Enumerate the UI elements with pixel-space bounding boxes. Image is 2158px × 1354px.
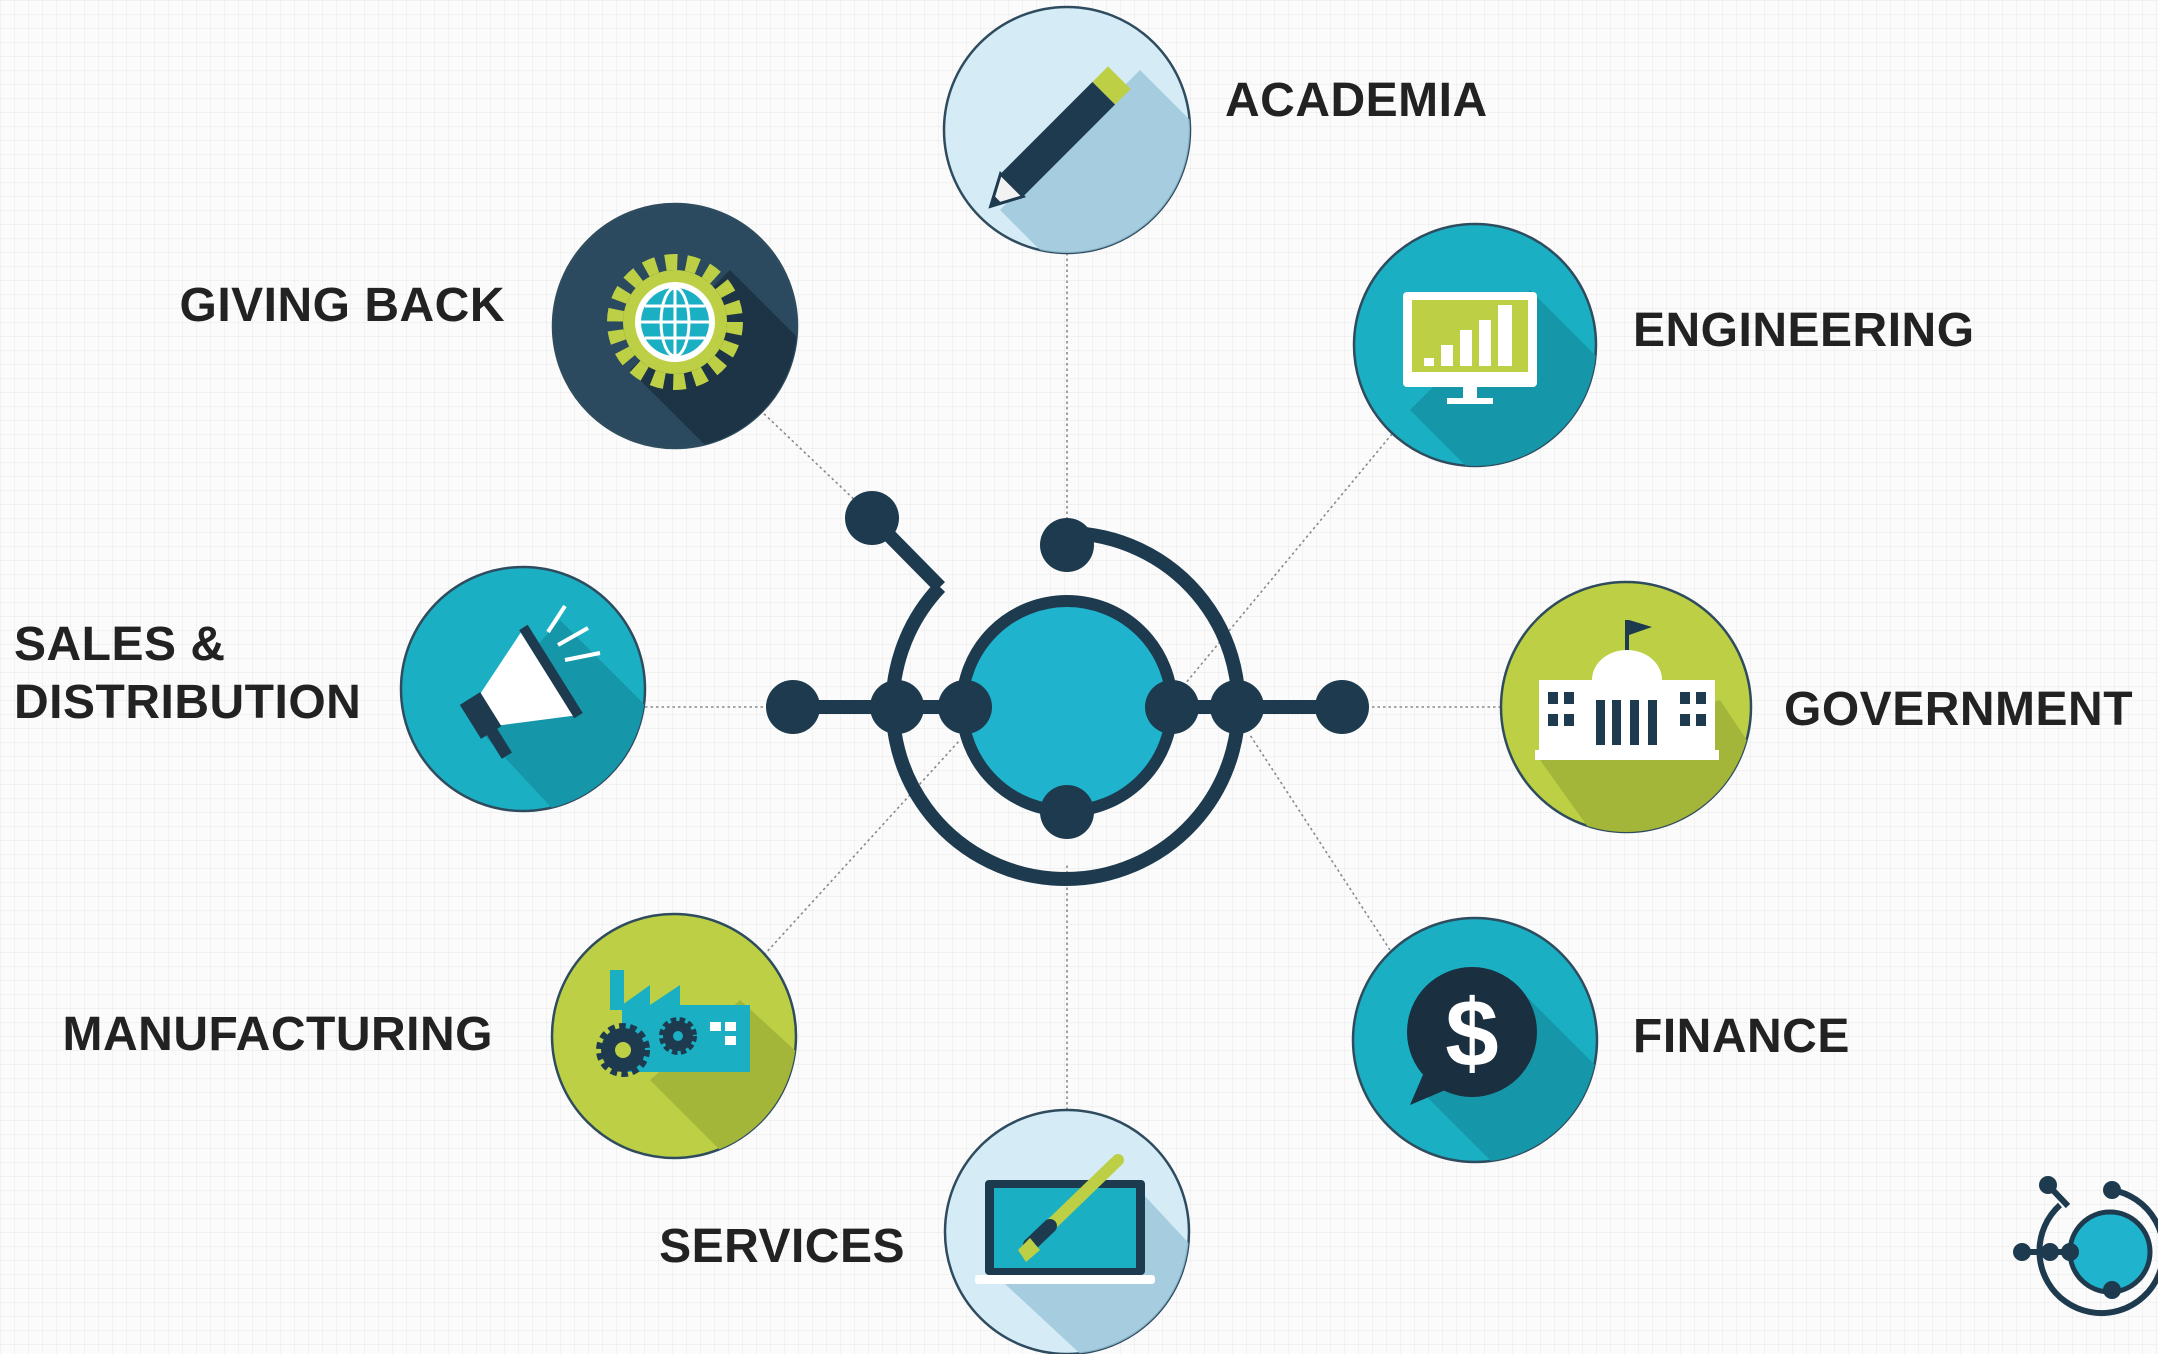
hub-node	[870, 680, 924, 734]
hub-core	[956, 595, 1178, 817]
globe-gear-icon	[607, 254, 743, 390]
sector-label-engineering: ENGINEERING	[1633, 304, 1975, 357]
factory-gears-icon	[596, 970, 750, 1077]
sound-waves-icon	[546, 604, 601, 662]
hub-node	[1040, 785, 1094, 839]
sector-label-sales-line-2: DISTRIBUTION	[14, 676, 361, 729]
hub-node	[766, 680, 820, 734]
sector-government: GOVERNMENT	[1499, 580, 2133, 834]
sector-sales-distribution: SALES & DISTRIBUTION	[14, 565, 647, 813]
connector-lines	[645, 253, 1501, 1110]
sector-label-services: SERVICES	[659, 1220, 905, 1273]
connector-manufacturing	[763, 739, 961, 956]
hub-node	[1210, 680, 1264, 734]
hub-node	[1040, 518, 1094, 572]
dollar-speech-bubble-icon: $	[1407, 967, 1537, 1105]
sector-label-finance: FINANCE	[1633, 1010, 1850, 1063]
connector-giving-back	[759, 409, 861, 506]
sector-label-giving-back: GIVING BACK	[179, 279, 505, 332]
sector-engineering: ENGINEERING	[1352, 222, 1975, 468]
laptop-paintbrush-icon	[975, 1154, 1155, 1284]
sector-label-sales-line-1: SALES &	[14, 618, 226, 671]
svg-text:$: $	[1445, 980, 1498, 1087]
sector-services: SERVICES	[659, 1108, 1191, 1354]
hub-node	[1315, 680, 1369, 734]
sector-label-government: GOVERNMENT	[1784, 683, 2133, 736]
megaphone-icon	[459, 624, 583, 759]
sector-giving-back: GIVING BACK	[179, 202, 799, 450]
hub-node	[845, 491, 899, 545]
sector-label-manufacturing: MANUFACTURING	[63, 1008, 493, 1061]
sector-academia: ACADEMIA	[942, 5, 1488, 255]
hub-node	[1145, 680, 1199, 734]
sector-manufacturing: MANUFACTURING	[63, 912, 798, 1160]
network-hub-logo-icon	[2013, 1176, 2158, 1317]
sector-finance: $ FINANCE	[1351, 916, 1850, 1164]
capitol-building-icon	[1535, 620, 1719, 760]
pencil-icon	[988, 66, 1131, 209]
sector-label-academia: ACADEMIA	[1225, 74, 1488, 127]
connector-engineering	[1179, 433, 1393, 691]
hub-node	[938, 680, 992, 734]
network-hub-icon	[766, 491, 1369, 886]
monitor-chart-icon	[1403, 292, 1537, 404]
connector-finance	[1249, 734, 1391, 951]
